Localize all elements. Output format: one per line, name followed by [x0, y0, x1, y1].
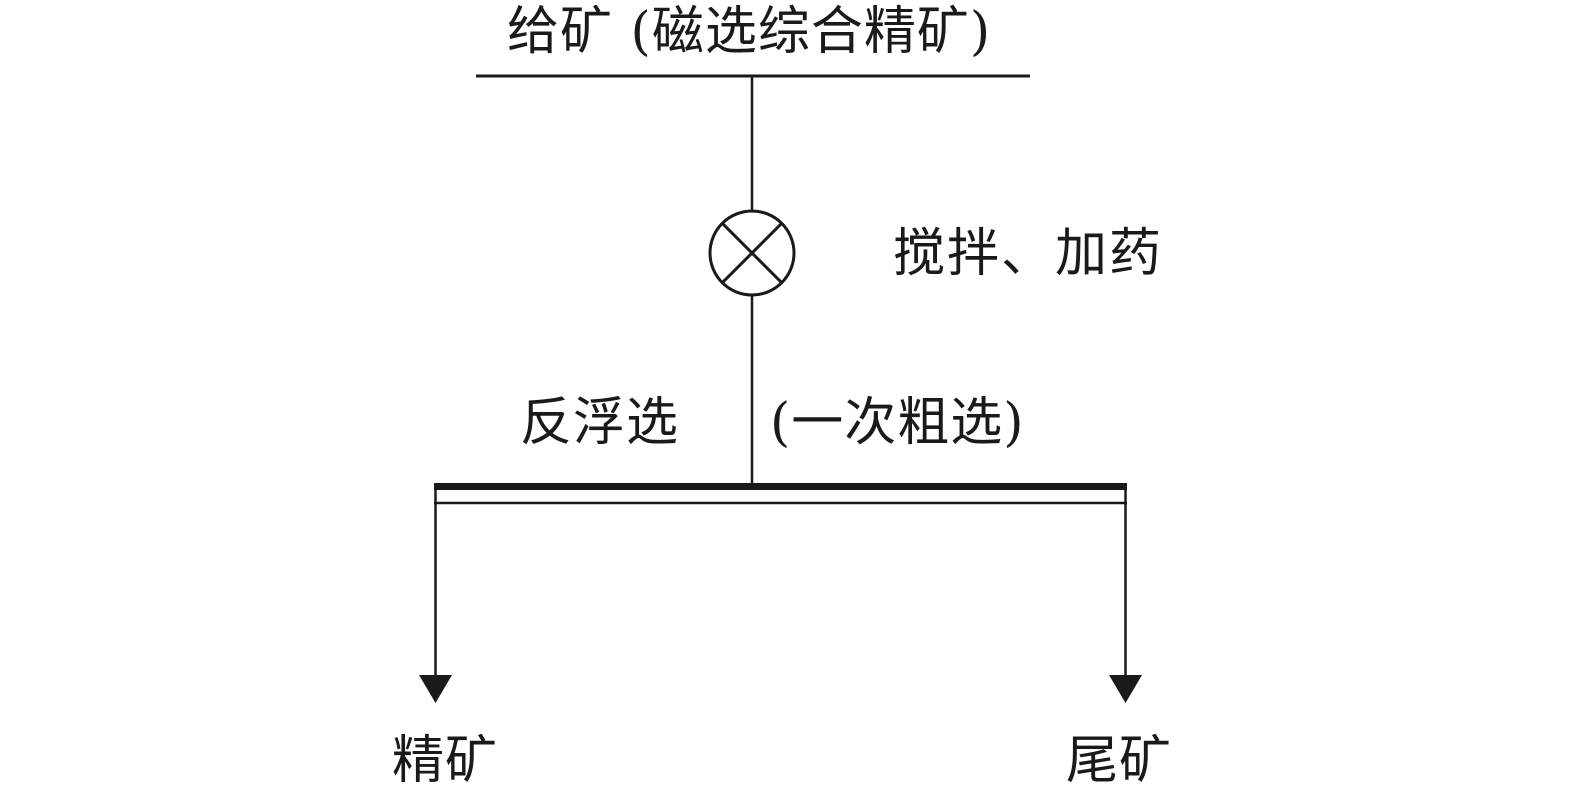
mixer-cross-circle-icon: [708, 209, 796, 297]
flotation-label: 反浮选: [520, 393, 680, 453]
feed-label: 给矿 (磁选综合精矿): [507, 2, 992, 62]
tailings-label: 尾矿: [1066, 731, 1173, 791]
concentrate-label: 精矿: [392, 731, 499, 791]
tailings-arrow-icon: [1109, 675, 1142, 703]
concentrate-arrow-icon: [419, 675, 452, 703]
flotation-stage-label: (一次粗选): [770, 393, 1025, 453]
conditioning-label: 搅拌、加药: [893, 224, 1164, 284]
flotation-cell: [434, 483, 1127, 505]
